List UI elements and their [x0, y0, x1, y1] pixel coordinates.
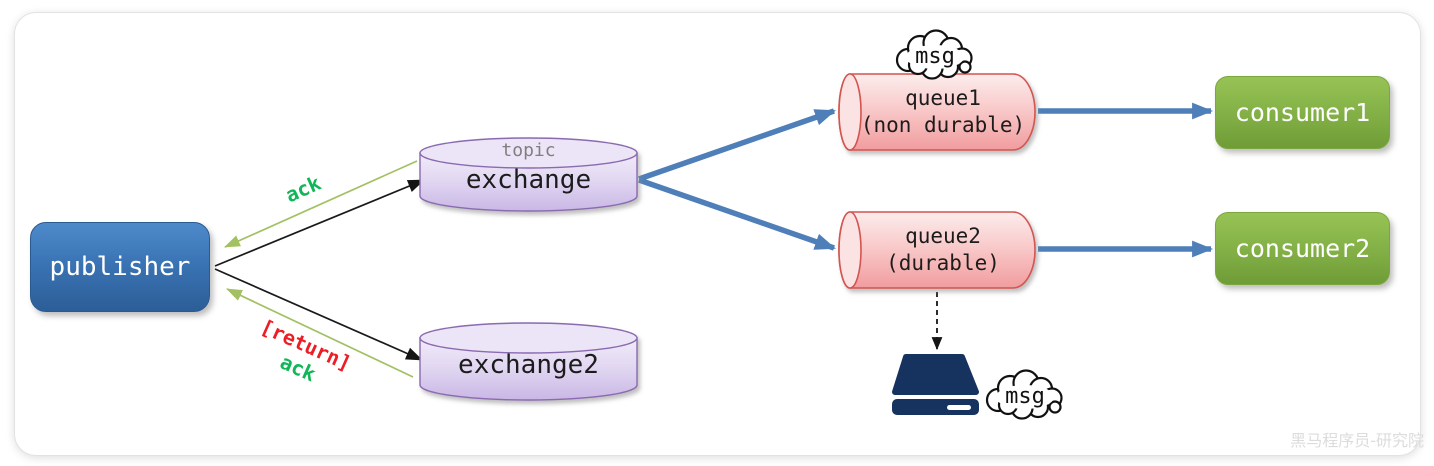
connector-exchange-to-queue2 [638, 177, 836, 251]
queue1-title: queue1 [905, 86, 981, 110]
watermark: 黑马程序员-研究院 [1290, 431, 1424, 450]
msg-label-queue1: msg [915, 44, 955, 69]
connector-publisher-to-exchange [214, 179, 425, 267]
queue1-subtitle: (non durable) [860, 113, 1026, 137]
queue1-labels: queue1 (non durable) [848, 85, 1038, 139]
hard-disk-icon [892, 354, 979, 415]
diagram-panel [14, 12, 1421, 456]
exchange2-label: exchange2 [458, 350, 599, 380]
exchange-cylinder [419, 137, 638, 212]
connector-exchange2-ack-to-publisher [226, 288, 414, 378]
msg-label-disk: msg [1005, 384, 1045, 409]
queue1-cylinder [838, 73, 1036, 151]
queue2-title: queue2 [905, 224, 981, 248]
queue2-subtitle: (durable) [886, 251, 1000, 275]
connector-publisher-to-exchange2 [214, 268, 423, 361]
connector-exchange-to-queue1 [638, 108, 836, 182]
exchange-label: exchange [465, 165, 592, 195]
exchange-type-label: topic [501, 140, 556, 161]
consumer2-node: consumer2 [1215, 212, 1390, 285]
publisher-label: publisher [49, 252, 191, 282]
consumer1-label: consumer1 [1234, 98, 1371, 127]
publisher-node: publisher [30, 222, 210, 312]
consumer2-label: consumer2 [1234, 234, 1371, 263]
queue2-cylinder [838, 211, 1036, 289]
exchange2-cylinder [419, 322, 638, 401]
queue2-labels: queue2 (durable) [848, 223, 1038, 277]
connector-exchange-ack-to-publisher [224, 160, 418, 248]
consumer1-node: consumer1 [1215, 76, 1390, 149]
